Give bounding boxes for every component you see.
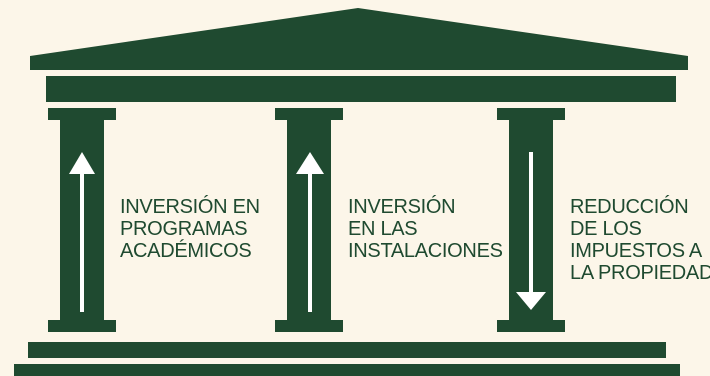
label-line: PROGRAMAS	[120, 218, 248, 240]
label-line: EN LAS	[348, 218, 418, 240]
pillar-label-facilities: INVERSIÓN EN LAS INSTALACIONES	[348, 196, 503, 262]
label-line: INVERSIÓN	[348, 196, 456, 218]
arrow-up-icon	[69, 152, 95, 312]
label-line: REDUCCIÓN	[570, 196, 689, 218]
temple-entablature	[46, 76, 676, 102]
label-line: DE LOS	[570, 218, 642, 240]
pillar-label-property-tax: REDUCCIÓN DE LOS IMPUESTOS A LA PROPIEDA…	[570, 196, 710, 284]
label-line: IMPUESTOS A	[570, 240, 702, 262]
temple-base-upper	[28, 342, 666, 358]
label-line: ACADÉMICOS	[120, 240, 252, 262]
arrow-down-icon	[516, 152, 546, 310]
label-line: INSTALACIONES	[348, 240, 503, 262]
label-line: LA PROPIEDAD	[570, 262, 710, 284]
pillar-label-academic-programs: INVERSIÓN EN PROGRAMAS ACADÉMICOS	[120, 196, 260, 262]
temple-base-lower	[14, 364, 680, 376]
arrow-up-icon	[296, 152, 324, 312]
label-line: INVERSIÓN EN	[120, 196, 260, 218]
temple-roof	[30, 8, 688, 70]
